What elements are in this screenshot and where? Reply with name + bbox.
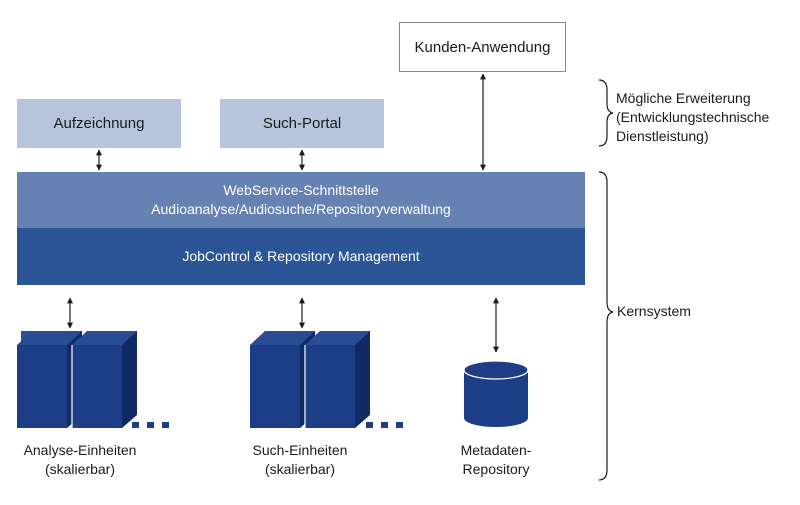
webservice-band: WebService-Schnittstelle Audioanalyse/Au… xyxy=(17,172,585,228)
aufzeichnung-label: Aufzeichnung xyxy=(53,115,145,132)
kernsystem-text: Kernsystem xyxy=(617,303,691,319)
such-label-line1: Such-Einheiten xyxy=(252,442,348,458)
webservice-title: WebService-Schnittstelle xyxy=(223,182,379,198)
jobcontrol-label: JobControl & Repository Management xyxy=(182,248,420,264)
erweiterung-label: Mögliche Erweiterung (Entwicklungstechni… xyxy=(616,89,798,146)
meta-label-line1: Metadaten- xyxy=(460,442,532,458)
analyse-server-2 xyxy=(71,331,137,428)
jobcontrol-band: JobControl & Repository Management xyxy=(17,228,585,285)
meta-label-line2: Repository xyxy=(462,461,530,477)
brace-erweiterung xyxy=(598,79,614,147)
erweiterung-line2: (Entwicklungstechnische xyxy=(616,109,770,125)
analyse-label-line2: (skalierbar) xyxy=(44,461,115,477)
aufzeichnung-box: Aufzeichnung xyxy=(17,99,181,148)
analyse-label-line1: Analyse-Einheiten xyxy=(23,442,137,458)
kernsystem-label: Kernsystem xyxy=(617,302,737,321)
such-more-dots xyxy=(366,422,403,428)
brace-kernsystem xyxy=(598,171,614,481)
such-portal-box: Such-Portal xyxy=(220,99,384,148)
metadaten-repository-label: Metadaten- Repository xyxy=(436,441,556,479)
webservice-subtitle: Audioanalyse/Audiosuche/Repositoryverwal… xyxy=(151,201,451,217)
erweiterung-line3: Dienstleistung) xyxy=(616,128,709,144)
such-einheiten-label: Such-Einheiten (skalierbar) xyxy=(230,441,370,479)
analyse-more-dots xyxy=(132,422,169,428)
analyse-einheiten-label: Analyse-Einheiten (skalierbar) xyxy=(5,441,155,479)
erweiterung-line1: Mögliche Erweiterung xyxy=(616,90,751,106)
kunden-anwendung-box: Kunden-Anwendung xyxy=(399,22,566,72)
such-portal-label: Such-Portal xyxy=(262,115,342,132)
kunden-anwendung-label: Kunden-Anwendung xyxy=(414,38,551,56)
such-server-2 xyxy=(304,331,370,428)
database-icon xyxy=(463,360,529,427)
such-label-line2: (skalierbar) xyxy=(264,461,335,477)
